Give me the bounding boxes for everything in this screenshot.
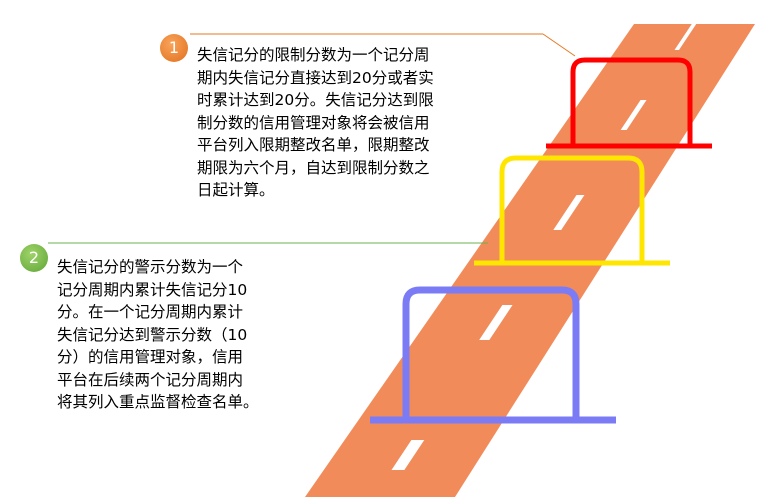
callout-number-2-icon: 2 (20, 244, 48, 272)
lane-dash (674, 24, 697, 50)
hurdle-middle (474, 155, 670, 266)
callout-1-line: 日起计算。 (197, 181, 275, 199)
callout-number-1-icon: 1 (160, 34, 188, 62)
callout-2-line: 记分周期内累计失信记分10 (57, 280, 248, 299)
callout-2-line: 分）的信用管理对象，信用 (57, 348, 244, 366)
callout-2-line: 将其列入重点监督检查名单。 (57, 393, 259, 411)
callout-2-line: 平台在后续两个记分周期内 (57, 370, 244, 389)
callout-1-line: 期限为六个月，自达到限制分数之 (197, 158, 430, 177)
lane-dashes (391, 24, 697, 470)
callout-2-text: 失信记分的警示分数为一个 记分周期内累计失信记分10 分。在一个记分周期内累计 … (57, 256, 259, 414)
lane-dash (479, 305, 513, 340)
lane-dash (620, 100, 647, 130)
leader-line-1-diagonal (542, 33, 576, 57)
callout-1-line: 失信记分的限制分数为一个记分周 (197, 46, 430, 64)
lane-dash (553, 195, 585, 230)
lane-dash (391, 440, 425, 470)
hurdle-top (546, 57, 712, 149)
callout-2-line: 失信记分的警示分数为一个 (57, 258, 244, 276)
hurdle-bottom (370, 286, 616, 424)
callout-1-text: 失信记分的限制分数为一个记分周 期内失信记分直接达到20分或者实 时累计达到20… (197, 44, 434, 202)
callout-1-line: 平台列入限期整改名单，限期整改 (197, 136, 430, 154)
callout-1-line: 期内失信记分直接达到20分或者实 (197, 68, 434, 87)
callout-1-line: 时累计达到20分。失信记分达到限 (197, 91, 434, 109)
callout-2-line: 失信记分达到警示分数（10 (57, 325, 248, 344)
callout-1-line: 制分数的信用管理对象将会被信用 (197, 113, 430, 132)
callout-2-line: 分。在一个记分周期内累计 (57, 303, 244, 321)
